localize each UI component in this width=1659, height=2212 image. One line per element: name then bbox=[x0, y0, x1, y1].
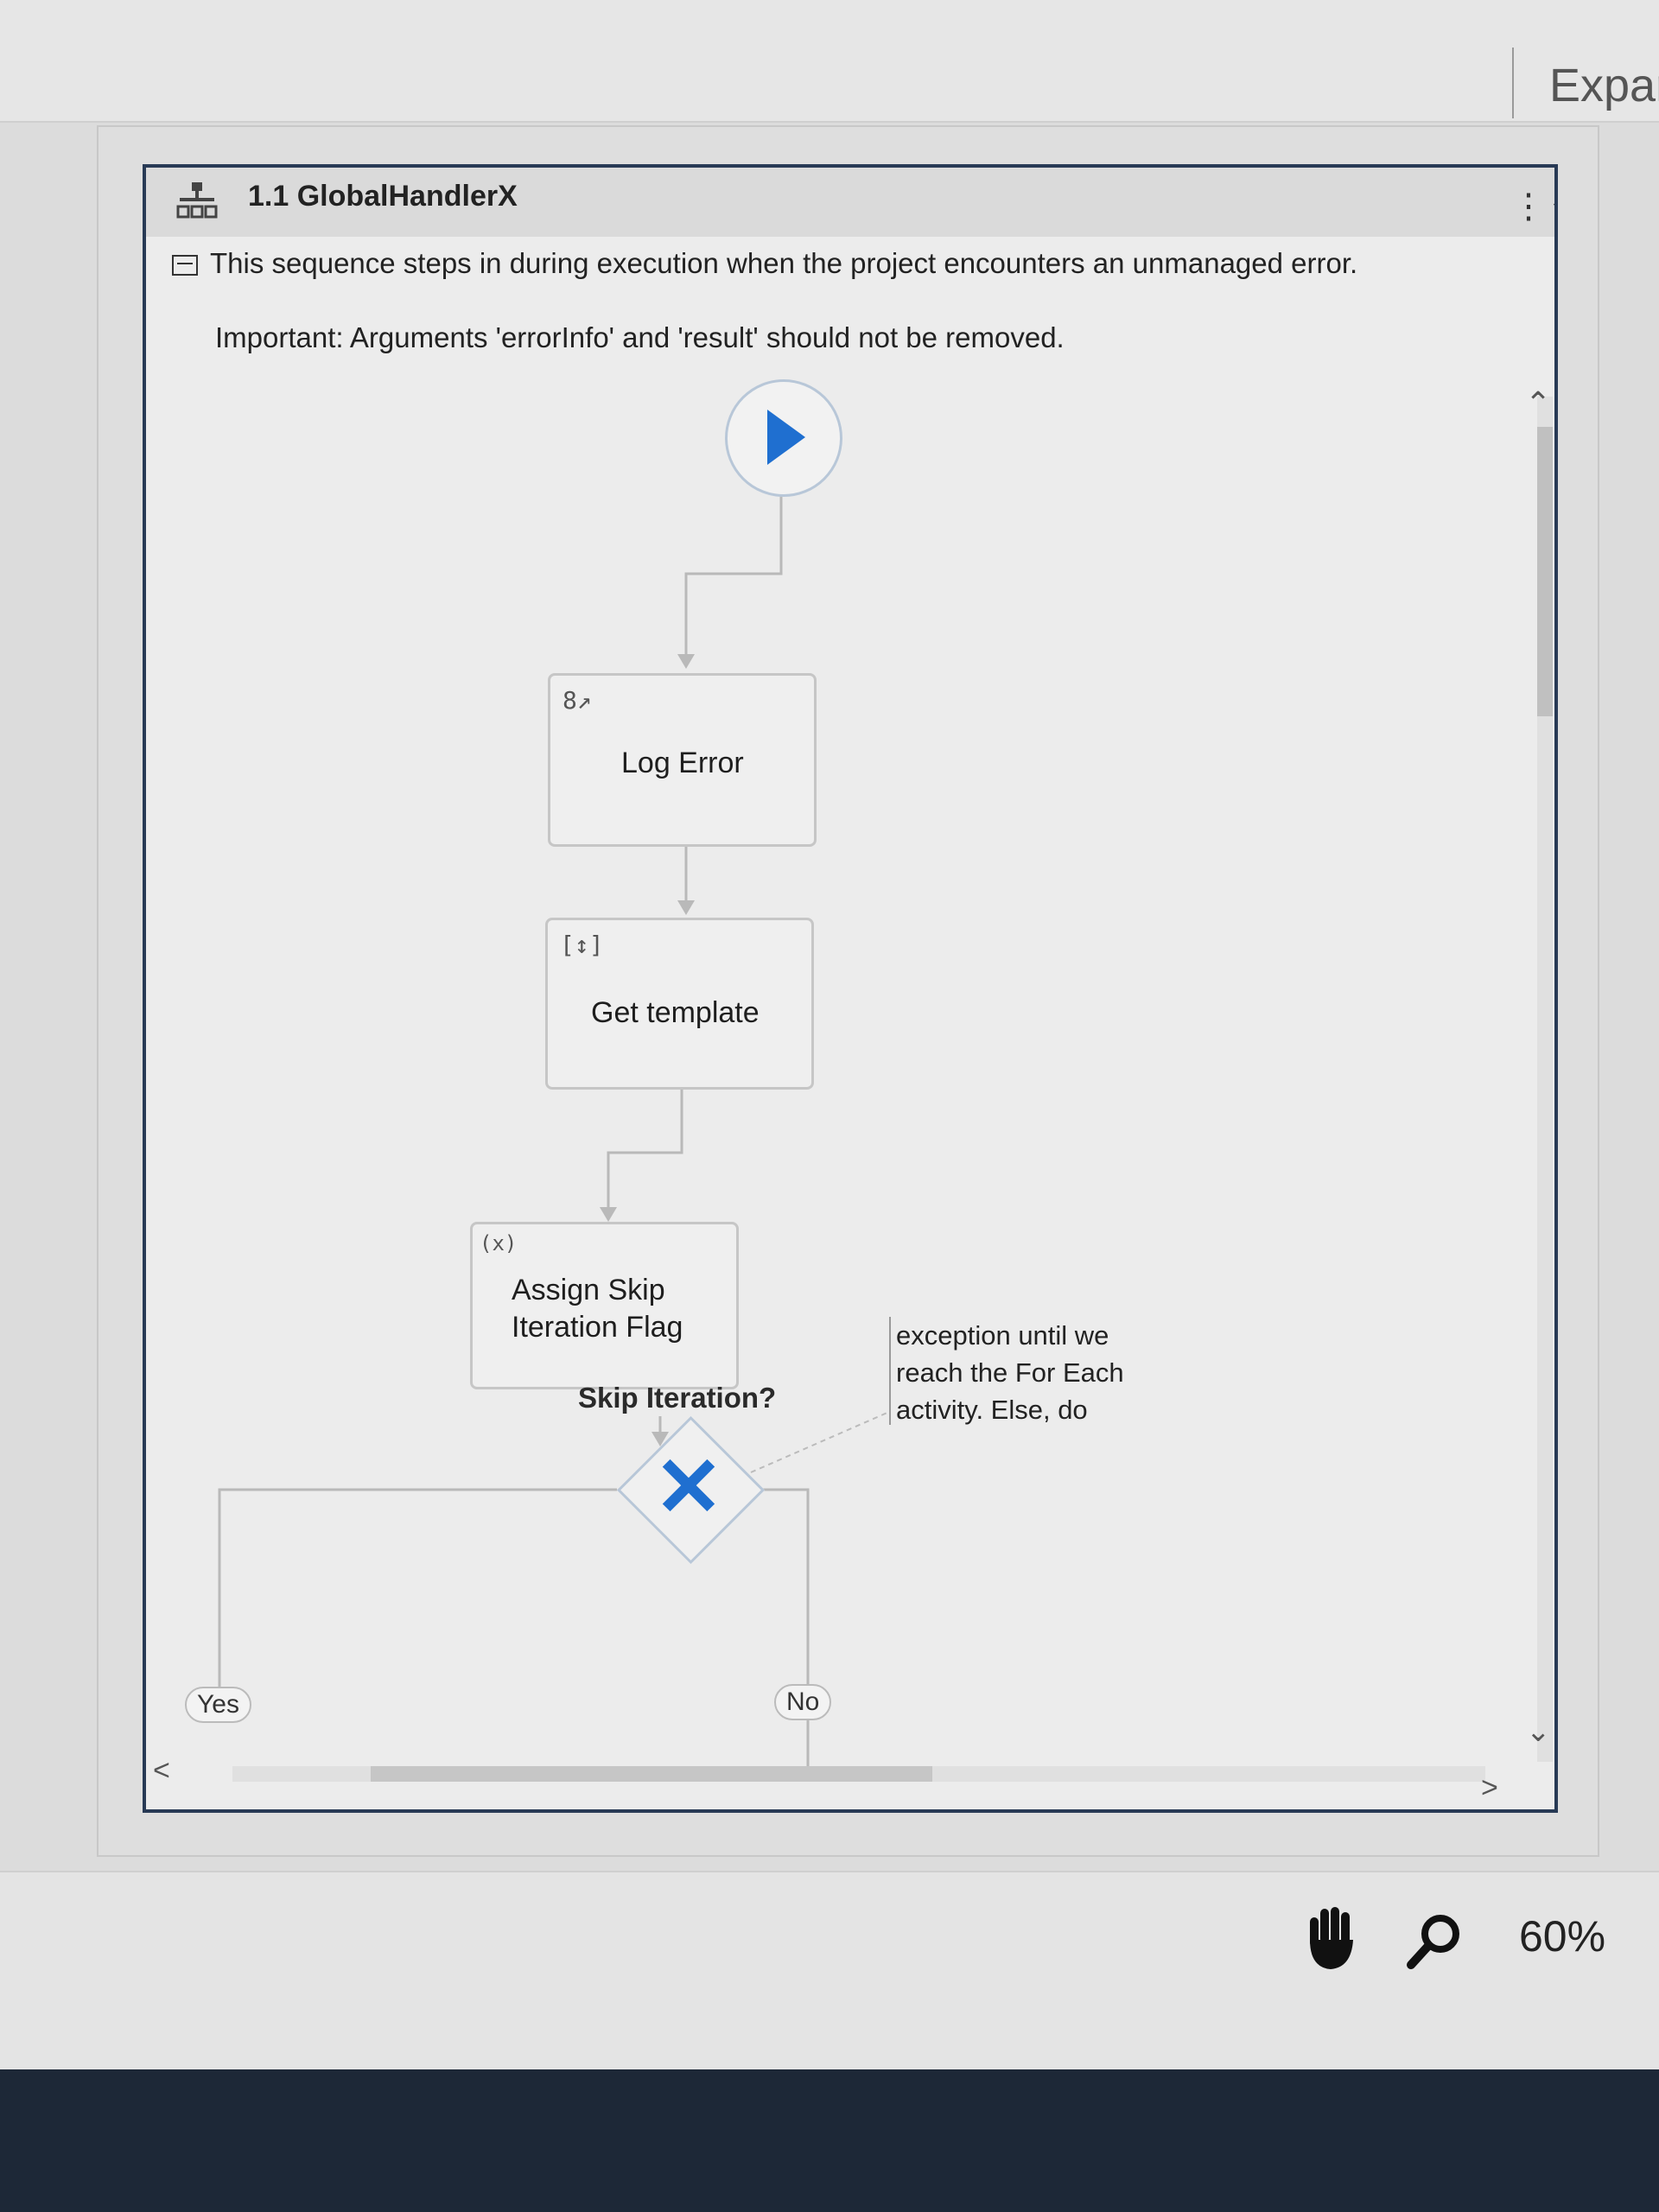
assign-icon: (x) bbox=[480, 1231, 518, 1255]
scroll-down-icon[interactable]: ⌄ bbox=[1526, 1715, 1551, 1748]
comment-box[interactable]: exception until we reach the For Each ac… bbox=[889, 1317, 1147, 1425]
play-icon bbox=[767, 410, 805, 465]
log-message-icon: 8↗ bbox=[563, 686, 592, 715]
flowchart-canvas: 8↗ Log Error [↕] Get template (x) Assign… bbox=[146, 168, 1554, 1809]
arrowhead-assign bbox=[600, 1207, 617, 1222]
flowchart-icon bbox=[176, 182, 218, 219]
sequence-header: 1.1 GlobalHandlerX ⋮ ⌃ bbox=[146, 168, 1554, 237]
decision-x-icon: ✕ bbox=[653, 1441, 724, 1534]
invoke-icon: [↕] bbox=[560, 931, 604, 959]
important-note: Important: Arguments 'errorInfo' and 're… bbox=[215, 321, 1065, 353]
activity-log-error[interactable]: 8↗ Log Error bbox=[548, 673, 817, 847]
arrowhead-template bbox=[677, 900, 695, 915]
activity-assign-skip-flag[interactable]: (x) Assign Skip Iteration Flag bbox=[470, 1222, 739, 1389]
pan-hand-icon[interactable] bbox=[1305, 1905, 1360, 1974]
zoom-level[interactable]: 60% bbox=[1519, 1912, 1606, 1961]
comment-line: activity. Else, do bbox=[896, 1395, 1088, 1425]
designer-top-bar: Expar bbox=[0, 0, 1659, 123]
os-taskbar bbox=[0, 2069, 1659, 2212]
activity-label: Log Error bbox=[621, 747, 744, 779]
toolbar-separator bbox=[1512, 48, 1514, 118]
arrowhead-log bbox=[677, 654, 695, 669]
comment-link bbox=[750, 1411, 890, 1473]
sequence-annotation: This sequence steps in during execution … bbox=[172, 247, 1357, 280]
sequence-title[interactable]: 1.1 GlobalHandlerX bbox=[248, 180, 518, 213]
activity-label: Assign Skip Iteration Flag bbox=[512, 1272, 683, 1346]
activity-get-template[interactable]: [↕] Get template bbox=[545, 918, 814, 1090]
decision-label: Skip Iteration? bbox=[578, 1382, 777, 1414]
comment-line: reach the For Each bbox=[896, 1357, 1124, 1388]
start-node[interactable] bbox=[725, 379, 842, 497]
collapse-icon[interactable]: ⌃ bbox=[1548, 194, 1554, 228]
annotation-text: This sequence steps in during execution … bbox=[210, 247, 1358, 279]
designer-status-bar bbox=[0, 1871, 1659, 2071]
yes-branch-label: Yes bbox=[185, 1687, 251, 1723]
activity-label: Get template bbox=[591, 996, 760, 1029]
vertical-scrollbar[interactable] bbox=[1537, 397, 1553, 1762]
activity-label-line: Assign Skip bbox=[512, 1274, 665, 1306]
no-branch-label: No bbox=[774, 1684, 832, 1720]
comment-line: exception until we bbox=[896, 1320, 1109, 1351]
scroll-left-icon[interactable]: < bbox=[153, 1754, 170, 1787]
connector-lines bbox=[218, 494, 890, 1775]
connector-yes-branch bbox=[218, 1488, 617, 1707]
connector-start-to-log bbox=[684, 494, 783, 656]
vertical-scroll-thumb[interactable] bbox=[1537, 427, 1553, 716]
more-options-icon[interactable]: ⋮ bbox=[1511, 188, 1546, 226]
scroll-up-icon[interactable]: ⌃ bbox=[1525, 385, 1552, 421]
annotation-icon bbox=[172, 255, 198, 276]
expand-all-button[interactable]: Expar bbox=[1549, 60, 1659, 111]
zoom-icon[interactable] bbox=[1404, 1911, 1465, 1972]
arrowhead-decision bbox=[652, 1432, 669, 1446]
horizontal-scroll-thumb[interactable] bbox=[371, 1766, 932, 1782]
activity-label-line: Iteration Flag bbox=[512, 1311, 683, 1344]
connector-no-branch bbox=[760, 1488, 810, 1775]
sequence-panel: 1.1 GlobalHandlerX ⋮ ⌃ This sequence ste… bbox=[143, 164, 1558, 1813]
connector-template-to-assign bbox=[607, 1088, 683, 1209]
scroll-right-icon[interactable]: > bbox=[1481, 1771, 1498, 1804]
